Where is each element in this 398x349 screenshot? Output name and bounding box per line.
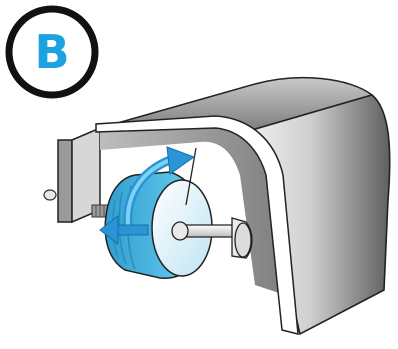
step-badge: B (9, 9, 95, 95)
step-letter: B (34, 25, 69, 79)
